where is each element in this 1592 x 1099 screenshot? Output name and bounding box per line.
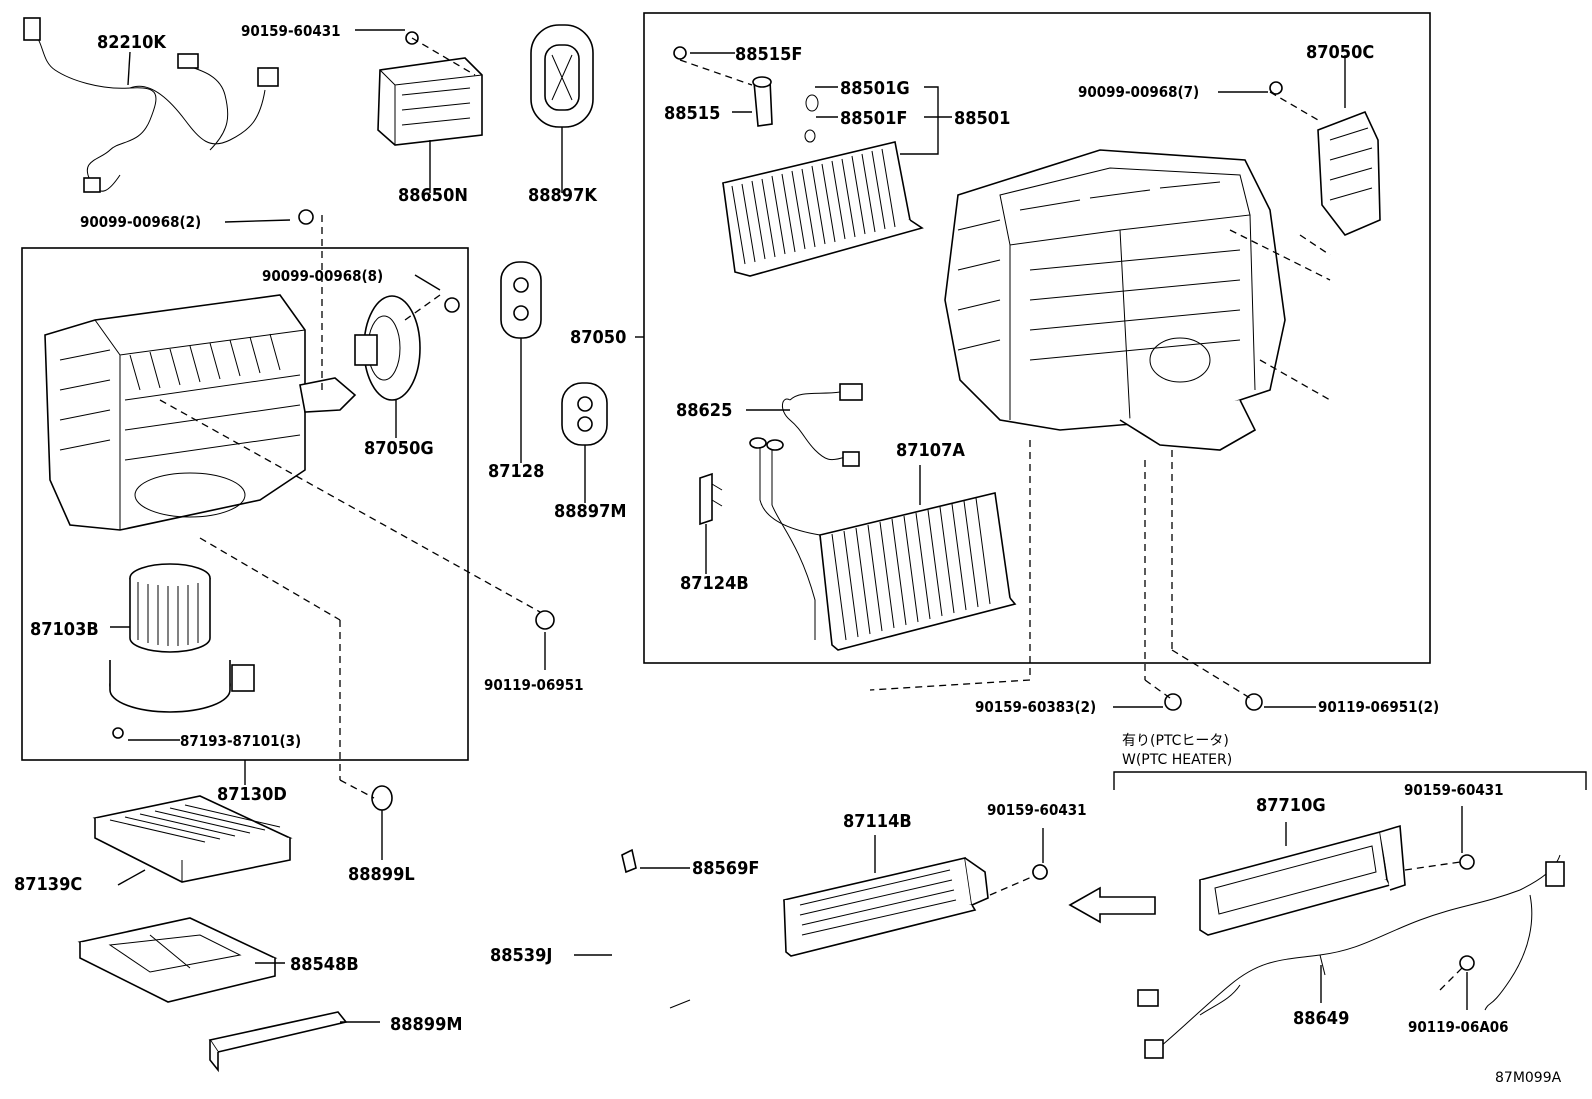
label-ptc-en: W(PTC HEATER) — [1122, 752, 1232, 768]
grommet-88899L — [371, 785, 393, 811]
wire-harness-82210K — [23, 17, 279, 193]
label-90119-06A06: 90119-06A06 — [1408, 1018, 1509, 1036]
label-88501F: 88501F — [840, 108, 907, 129]
label-87130D: 87130D — [217, 784, 287, 805]
blower-case — [44, 294, 357, 531]
label-87103B: 87103B — [30, 619, 99, 640]
heater-core-87107A — [749, 437, 1017, 651]
hvac-housing — [944, 149, 1286, 451]
harness-88649 — [1137, 854, 1565, 1059]
blower-motor-87103B — [109, 563, 255, 713]
actuator-87050C — [1269, 81, 1381, 236]
label-87124B: 87124B — [680, 573, 749, 594]
label-90159-60383-2: 90159-60383(2) — [975, 698, 1096, 716]
diagram-code: 87M099A — [1495, 1070, 1562, 1086]
grommet-88897M — [561, 382, 608, 446]
label-90119-06951-2: 90119-06951(2) — [1318, 698, 1439, 716]
grommet-87128 — [500, 261, 542, 339]
ptc-heater-87710G — [1199, 824, 1475, 936]
label-88650N: 88650N — [398, 185, 468, 206]
label-88548B: 88548B — [290, 954, 359, 975]
label-88539J: 88539J — [490, 945, 552, 966]
drain-hose-88539J — [589, 693, 852, 1064]
label-90159-60431-mid: 90159-60431 — [987, 801, 1087, 819]
label-87107A: 87107A — [896, 440, 965, 461]
direction-arrow — [1068, 886, 1156, 924]
clamp-87124B — [699, 472, 723, 526]
module-88650N — [377, 31, 483, 146]
cover-87050G — [354, 295, 421, 401]
label-88569F: 88569F — [692, 858, 759, 879]
label-88897M: 88897M — [554, 501, 626, 522]
assembly-dash-lines — [159, 37, 1463, 991]
label-88897K: 88897K — [528, 185, 598, 206]
grommet-88897K — [530, 24, 594, 128]
label-88501G: 88501G — [840, 78, 910, 99]
label-87193-87101-3: 87193-87101(3) — [180, 732, 301, 750]
label-90099-00968-7: 90099-00968(7) — [1078, 83, 1199, 101]
label-82210K: 82210K — [97, 32, 167, 53]
ptc-heater-bracket — [1113, 771, 1587, 790]
label-90159-60431-top: 90159-60431 — [241, 22, 341, 40]
valve-88515 — [673, 46, 773, 127]
label-87114B: 87114B — [843, 811, 912, 832]
bolts — [112, 209, 1263, 880]
label-87050G: 87050G — [364, 438, 434, 459]
label-88899L: 88899L — [348, 864, 415, 885]
label-88501: 88501 — [954, 108, 1010, 129]
label-87050C: 87050C — [1306, 42, 1374, 63]
heater-unit-box — [643, 12, 1431, 664]
cover-88899M — [208, 1011, 348, 1073]
label-90099-00968-8: 90099-00968(8) — [262, 267, 383, 285]
label-88515F: 88515F — [735, 44, 802, 65]
label-88515: 88515 — [664, 103, 720, 124]
label-90119-06951: 90119-06951 — [484, 676, 584, 694]
label-88649: 88649 — [1293, 1008, 1349, 1029]
heater-87114B — [783, 857, 1048, 957]
label-87710G: 87710G — [1256, 795, 1326, 816]
label-87050: 87050 — [570, 327, 626, 348]
label-90099-00968-2: 90099-00968(2) — [80, 213, 201, 231]
label-87139C: 87139C — [14, 874, 82, 895]
part-labels: 82210K 90159-60431 88650N 88897K 90099-0… — [14, 22, 1562, 1086]
leader-lines — [110, 29, 1468, 1023]
label-88625: 88625 — [676, 400, 732, 421]
label-87128: 87128 — [488, 461, 544, 482]
evaporator-88501 — [722, 94, 924, 277]
harness-88625 — [782, 383, 863, 467]
filter-case-88548B — [77, 917, 278, 1003]
label-ptc-jp: 有り(PTCヒータ) — [1122, 733, 1229, 749]
label-90159-60431-right: 90159-60431 — [1404, 781, 1504, 799]
filter-87139C — [92, 795, 293, 883]
label-88899M: 88899M — [390, 1014, 462, 1035]
